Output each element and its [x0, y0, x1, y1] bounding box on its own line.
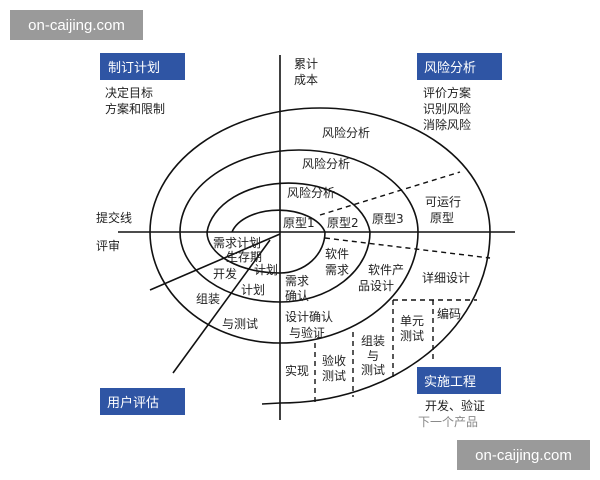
svg-text:消除风险: 消除风险: [423, 117, 471, 132]
svg-text:开发: 开发: [213, 266, 237, 281]
svg-text:原型2: 原型2: [327, 216, 359, 230]
svg-text:组装: 组装: [361, 334, 385, 348]
svg-text:与测试: 与测试: [222, 316, 258, 331]
review-line: [149, 233, 281, 291]
watermark-bottom: on-caijing.com: [457, 440, 590, 470]
svg-text:单元: 单元: [400, 314, 424, 328]
svg-text:可运行: 可运行: [425, 195, 461, 209]
svg-text:风险分析: 风险分析: [287, 185, 335, 200]
spiral-arc: [179, 231, 371, 303]
svg-text:与验证: 与验证: [289, 325, 325, 340]
svg-text:开发、验证: 开发、验证: [425, 398, 485, 413]
box-plan: 制订计划 决定目标 方案和限制: [100, 53, 185, 116]
svg-text:品设计: 品设计: [358, 279, 394, 293]
svg-text:风险分析: 风险分析: [302, 156, 350, 171]
box-eng: 实施工程 开发、验证 下一个产品: [417, 367, 501, 429]
svg-text:原型: 原型: [430, 211, 454, 225]
svg-text:用户评估: 用户评估: [107, 395, 159, 411]
svg-text:风险分析: 风险分析: [322, 125, 370, 140]
review-line: [172, 239, 271, 374]
spiral-arc: [261, 231, 491, 405]
spiral-arc: [206, 231, 326, 274]
svg-text:详细设计: 详细设计: [422, 270, 470, 285]
spiral-arc: [231, 209, 326, 233]
svg-text:计划: 计划: [241, 283, 265, 297]
svg-text:实施工程: 实施工程: [424, 375, 476, 390]
svg-text:确认: 确认: [285, 289, 309, 303]
svg-text:风险分析: 风险分析: [424, 61, 476, 76]
svg-text:测试: 测试: [361, 362, 385, 377]
svg-text:成本: 成本: [294, 73, 318, 87]
svg-text:方案和限制: 方案和限制: [105, 101, 165, 116]
svg-text:设计确认: 设计确认: [285, 310, 333, 324]
svg-text:识别风险: 识别风险: [423, 101, 471, 116]
svg-text:制订计划: 制订计划: [108, 61, 160, 76]
svg-text:需求计划: 需求计划: [213, 236, 261, 250]
spiral-arc: [149, 107, 491, 233]
svg-text:生存期: 生存期: [226, 250, 262, 264]
svg-text:测试: 测试: [400, 328, 424, 343]
spiral-lines: [118, 55, 515, 420]
box-user: 用户评估: [100, 388, 185, 415]
svg-text:需求: 需求: [285, 274, 309, 288]
svg-text:提交线: 提交线: [96, 210, 132, 225]
spiral-arc: [206, 182, 371, 233]
svg-text:软件产: 软件产: [368, 263, 404, 277]
box-risk: 风险分析 评价方案 识别风险 消除风险: [417, 53, 502, 132]
svg-text:决定目标: 决定目标: [105, 85, 153, 100]
svg-text:组装: 组装: [196, 292, 220, 306]
dashed-lines: [314, 171, 491, 403]
svg-text:需求: 需求: [325, 263, 349, 277]
svg-text:评价方案: 评价方案: [423, 85, 471, 100]
svg-text:编码: 编码: [437, 306, 461, 321]
svg-text:下一个产品: 下一个产品: [418, 415, 478, 429]
svg-text:计划: 计划: [254, 263, 278, 277]
svg-text:验收: 验收: [322, 353, 346, 368]
spiral-arc: [179, 149, 419, 233]
svg-text:原型1: 原型1: [283, 216, 315, 230]
svg-text:评审: 评审: [96, 238, 120, 253]
spiral-arc: [149, 231, 419, 344]
diagram-labels: 累计 成本 提交线 评审 风险分析 风险分析 风险分析 原型1 原型2 原型3 …: [96, 57, 470, 383]
svg-text:累计: 累计: [294, 57, 318, 71]
svg-text:原型3: 原型3: [372, 212, 404, 226]
watermark-top: on-caijing.com: [10, 10, 143, 40]
svg-text:软件: 软件: [325, 247, 349, 261]
svg-text:测试: 测试: [322, 368, 346, 383]
svg-text:与: 与: [367, 349, 379, 363]
svg-text:实现: 实现: [285, 363, 309, 378]
